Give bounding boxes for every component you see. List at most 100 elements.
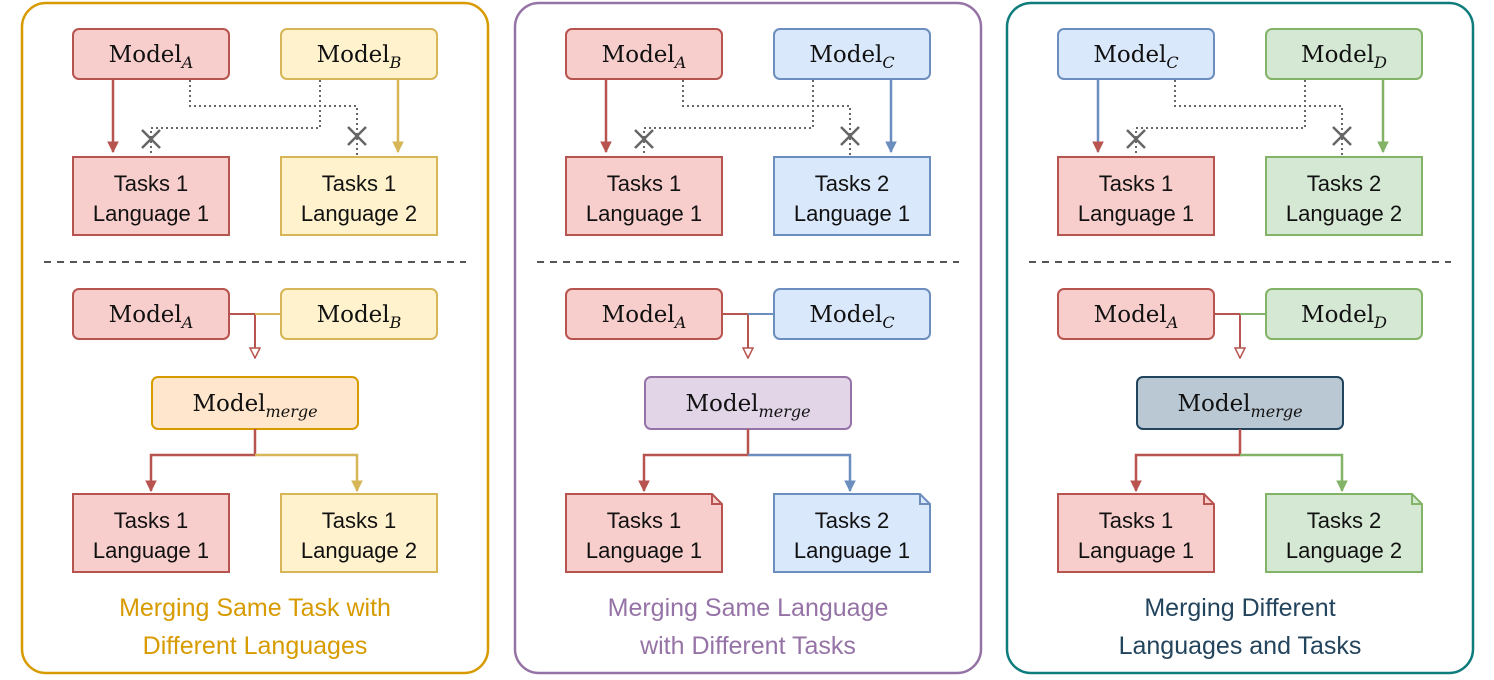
task-top-left-line2: Language 1 (93, 201, 209, 226)
model-subscript: A (180, 313, 194, 332)
task-bottom-left-line2: Language 1 (1078, 538, 1194, 563)
model-subscript: A (673, 313, 687, 332)
model-merge: Modelmerge (644, 376, 852, 430)
task-bottom-left-line2: Language 1 (586, 538, 702, 563)
cross-icon (1126, 129, 1146, 149)
task-bottom-right-box (773, 493, 931, 573)
model-base-text: Model (1093, 42, 1166, 68)
panel-caption-line2: Languages and Tasks (1119, 632, 1362, 660)
model-bottom-right-label: ModelD (1301, 302, 1387, 332)
model-subscript: A (1165, 313, 1179, 332)
model-base-text: Model (1094, 302, 1167, 328)
model-top-left: ModelC (1057, 28, 1215, 80)
model-base-text: Model (685, 391, 758, 417)
panel-caption-line1: Merging Same Task with (119, 594, 391, 622)
task-top-right-line1: Tasks 2 (815, 171, 890, 196)
model-subscript: merge (759, 402, 811, 421)
task-top-right-line1: Tasks 1 (322, 171, 397, 196)
model-merge-label: Modelmerge (685, 391, 810, 421)
task-top-right-line2: Language 2 (301, 201, 417, 226)
model-bottom-right-box (280, 288, 438, 340)
model-merge: Modelmerge (1136, 376, 1344, 430)
model-subscript: D (1373, 313, 1387, 332)
model-merge-label: Modelmerge (192, 391, 317, 421)
task-bottom-right-box (1265, 493, 1423, 573)
model-subscript: A (180, 53, 194, 72)
model-base-text: Model (809, 42, 882, 68)
model-bottom-left-label: ModelA (602, 302, 687, 332)
model-top-right-label: ModelB (317, 42, 402, 72)
task-bottom-left-line2: Language 1 (93, 538, 209, 563)
model-bottom-right-box (773, 288, 931, 340)
model-top-right: ModelC (773, 28, 931, 80)
model-top-right-box (773, 28, 931, 80)
panel-caption-line2: with Different Tasks (639, 632, 856, 660)
cross-icon (347, 126, 367, 146)
model-merge: Modelmerge (151, 376, 359, 430)
model-bottom-left: ModelA (72, 288, 230, 340)
model-base-text: Model (1177, 391, 1250, 417)
model-bottom-right-label: ModelB (317, 302, 402, 332)
model-bottom-right: ModelD (1265, 288, 1423, 340)
task-bottom-left-fold (711, 494, 722, 505)
model-base-text: Model (1301, 302, 1374, 328)
task-bottom-right-line1: Tasks 1 (322, 508, 397, 533)
task-bottom-left-fold (1203, 494, 1214, 505)
task-top-left-line1: Tasks 1 (607, 171, 682, 196)
task-bottom-right-line1: Tasks 2 (815, 508, 890, 533)
model-base-text: Model (809, 302, 882, 328)
model-top-left-label: ModelA (602, 42, 687, 72)
split-arrow-left (151, 429, 257, 491)
model-top-left-box (72, 28, 230, 80)
task-top-right: Tasks 1 Language 2 (280, 156, 438, 236)
model-top-left-box (1057, 28, 1215, 80)
model-subscript: C (882, 53, 894, 72)
dotted-link (150, 80, 321, 155)
model-bottom-left-box (1057, 288, 1215, 340)
model-subscript: B (389, 53, 402, 72)
split-arrow-right (255, 453, 357, 491)
model-base-text: Model (109, 302, 182, 328)
model-bottom-left-label: ModelA (1094, 302, 1179, 332)
model-subscript: C (882, 313, 894, 332)
model-base-text: Model (602, 42, 675, 68)
split-arrow-right (1240, 453, 1342, 491)
model-bottom-right: ModelC (773, 288, 931, 340)
model-top-right: ModelB (280, 28, 438, 80)
model-bottom-left-box (565, 288, 723, 340)
model-top-left-label: ModelA (109, 42, 194, 72)
task-bottom-right-line2: Language 2 (1286, 538, 1402, 563)
task-bottom-left-line1: Tasks 1 (1099, 508, 1174, 533)
model-top-right-box (1265, 28, 1423, 80)
model-subscript: B (389, 313, 402, 332)
task-top-right-line1: Tasks 2 (1307, 171, 1382, 196)
model-base-text: Model (109, 42, 182, 68)
model-bottom-right-box (1265, 288, 1423, 340)
task-bottom-left-box (1057, 493, 1215, 573)
model-top-left: ModelA (565, 28, 723, 80)
model-top-right-label: ModelD (1301, 42, 1387, 72)
task-top-left-box (565, 156, 723, 236)
dotted-link (643, 80, 814, 155)
model-subscript: A (673, 53, 687, 72)
model-bottom-left-label: ModelA (109, 302, 194, 332)
task-top-left-line2: Language 1 (1078, 201, 1194, 226)
task-bottom-right-fold (919, 494, 930, 505)
task-bottom-right-line1: Tasks 2 (1307, 508, 1382, 533)
cross-icon (840, 126, 860, 146)
task-bottom-left-box (72, 493, 230, 573)
task-top-right-box (1265, 156, 1423, 236)
model-top-left-label: ModelC (1093, 42, 1178, 72)
model-top-left: ModelA (72, 28, 230, 80)
cross-icon (634, 129, 654, 149)
split-arrow-right (748, 453, 850, 491)
